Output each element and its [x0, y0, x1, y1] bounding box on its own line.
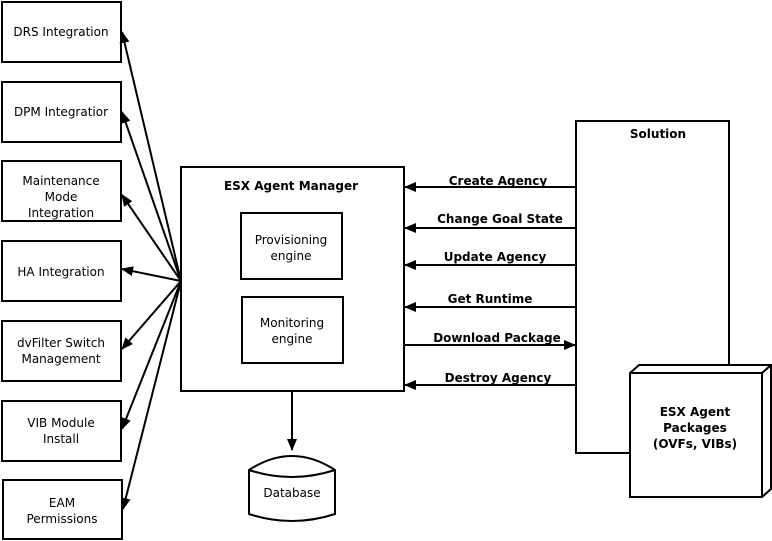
database-cylinder: Database — [248, 455, 336, 522]
integration-label-line: Permissions — [27, 512, 98, 526]
box-border — [241, 296, 344, 364]
box-border — [240, 212, 343, 280]
box-border — [2, 479, 123, 540]
box-border — [1, 1, 122, 63]
integration-label-line: Install — [43, 432, 79, 446]
integration-label-line: dvFilter Switch — [17, 336, 105, 350]
operation-create-agency: Create Agency — [404, 174, 575, 192]
packages-label-line: Packages — [663, 421, 727, 435]
box-border — [1, 320, 122, 382]
provisioning-engine-box: Provisioning engine — [240, 212, 343, 280]
esx-agent-manager-box: ESX Agent Manager Provisioning engine Mo… — [180, 166, 405, 392]
box-border — [1, 160, 122, 222]
integration-label-line: VIB Module — [27, 416, 94, 430]
integration-label-line: Mode — [45, 190, 78, 204]
integration-label-line: DPM Integratior — [14, 105, 108, 119]
packages-label-line: ESX Agent — [660, 405, 731, 419]
connector-arrow — [121, 266, 182, 282]
box-border — [1, 81, 122, 143]
database-body — [248, 455, 336, 522]
operation-label: Destroy Agency — [445, 371, 552, 385]
integration-label-line: HA Integration — [17, 265, 104, 279]
package-edge — [761, 364, 772, 374]
package-outline — [629, 364, 772, 498]
esx-agent-packages-box: ESX Agent Packages (OVFs, VIBs) — [629, 364, 772, 498]
operation-get-runtime: Get Runtime — [404, 292, 575, 312]
integration-box-dpm: DPM Integratior — [1, 81, 122, 143]
connector-arrow — [120, 280, 182, 510]
integration-box-drs: DRS Integration — [1, 1, 122, 63]
operation-label: Change Goal State — [437, 212, 563, 226]
operation-change-goal-state: Change Goal State — [404, 212, 575, 233]
solution-title: Solution — [630, 127, 686, 141]
monitoring-label-line: engine — [272, 332, 313, 346]
provisioning-label-line: Provisioning — [255, 233, 328, 247]
database-lid-edge — [248, 469, 336, 478]
database-label: Database — [263, 486, 320, 500]
integration-label-line: Management — [21, 352, 100, 366]
monitoring-label-line: Monitoring — [260, 316, 324, 330]
provisioning-label-line: engine — [271, 249, 312, 263]
operation-label: Update Agency — [444, 250, 547, 264]
connector-arrow — [121, 194, 182, 282]
integration-label-line: EAM — [49, 496, 75, 510]
box-border — [1, 400, 122, 462]
connector-arrow — [119, 31, 182, 282]
integration-label-line: Integration — [28, 206, 94, 220]
connector-arrow — [121, 280, 182, 350]
operation-update-agency: Update Agency — [404, 250, 575, 270]
integration-box-ha: HA Integration — [1, 240, 122, 302]
integration-box-vib-module: VIB Module Install — [1, 400, 122, 462]
manager-title: ESX Agent Manager — [224, 179, 358, 193]
integration-box-dvfilter: dvFilter Switch Management — [1, 320, 122, 382]
operation-download-package: Download Package — [405, 331, 576, 350]
operation-label: Get Runtime — [448, 292, 533, 306]
connector-arrow — [121, 280, 182, 430]
integration-box-eam-permissions: EAM Permissions — [2, 479, 123, 540]
integration-label-line: DRS Integration — [13, 25, 108, 39]
box-border — [1, 240, 122, 302]
operation-destroy-agency: Destroy Agency — [404, 371, 575, 390]
monitoring-engine-box: Monitoring engine — [241, 296, 344, 364]
packages-label-line: (OVFs, VIBs) — [653, 437, 737, 451]
integration-box-maintenance-mode: Maintenance Mode Integration — [1, 160, 122, 222]
integration-connectors — [119, 31, 182, 510]
connector-arrow — [120, 111, 182, 282]
integration-label-line: Maintenance — [22, 174, 99, 188]
operation-label: Download Package — [433, 331, 561, 345]
operation-label: Create Agency — [449, 174, 548, 188]
